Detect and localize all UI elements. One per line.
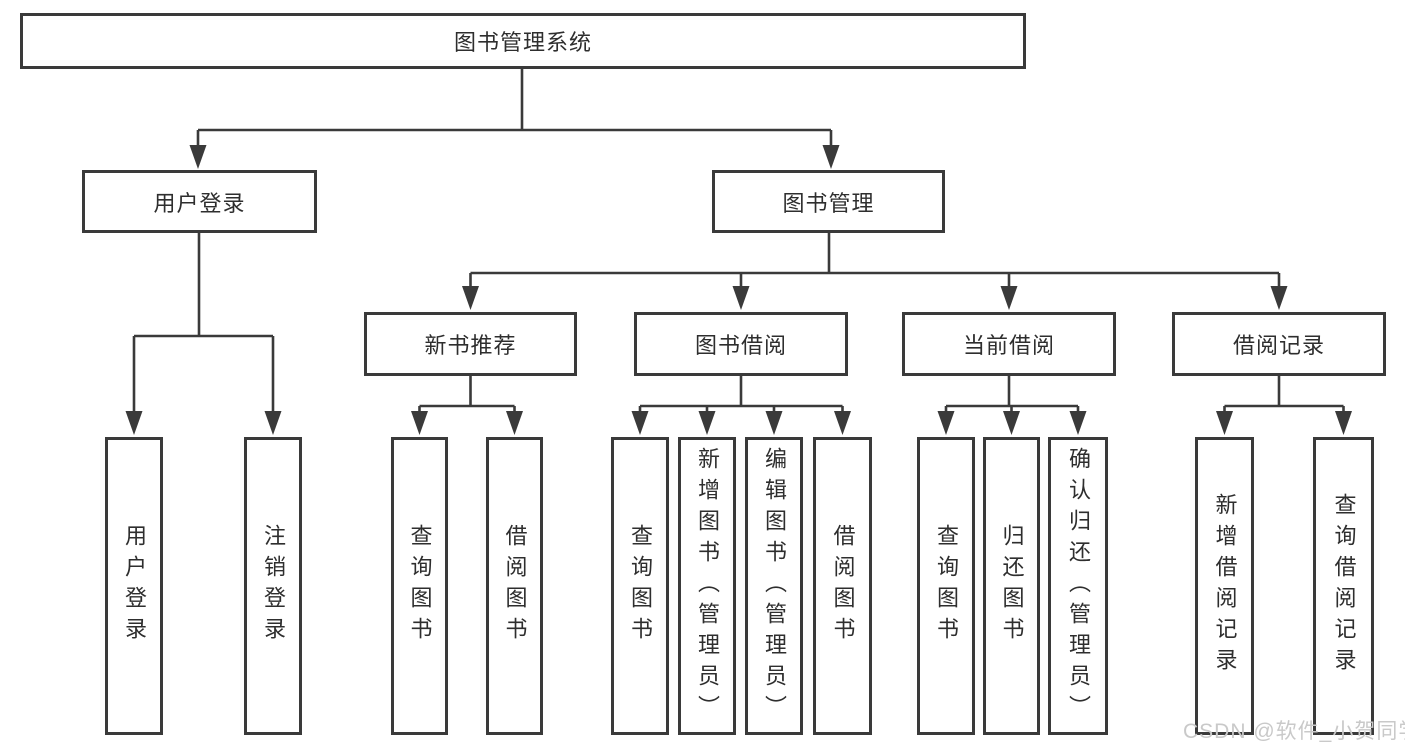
node-library-management-system: 图书管理系统 (20, 13, 1026, 69)
node-user-login: 用户登录 (82, 170, 317, 233)
node-label: 借阅图书 (502, 524, 528, 648)
node-label: 查询图书 (934, 524, 959, 648)
arrowhead (822, 145, 840, 169)
leaf-borrowing-add-books-admin: 新增图书（管理员） (678, 437, 736, 735)
node-label: 当前借阅 (962, 333, 1055, 358)
arrowhead (1000, 286, 1018, 310)
node-label: 图书管理 (782, 190, 875, 216)
node-label: 确认归还（管理员） (1066, 446, 1091, 726)
arrowhead (631, 411, 649, 435)
connector-current-borrowing-to-leaves (937, 376, 1087, 435)
leaf-recommend-borrow-books: 借阅图书 (486, 437, 543, 735)
arrowhead (1003, 411, 1020, 435)
leaf-records-query-record: 查询借阅记录 (1313, 437, 1374, 735)
arrowhead (125, 411, 143, 435)
node-label: 查询图书 (407, 524, 433, 648)
connector-borrowing-records-to-leaves (1216, 376, 1352, 435)
arrowhead (506, 411, 523, 435)
leaf-recommend-query-books: 查询图书 (391, 437, 448, 735)
node-new-book-recommend: 新书推荐 (364, 312, 577, 376)
connector-user-login-to-leaves (125, 233, 282, 435)
watermark-text: CSDN @软件_小贺同学 (1183, 720, 1405, 743)
node-label: 注销登录 (261, 524, 286, 648)
arrowhead (1216, 411, 1233, 435)
arrowhead (411, 411, 428, 435)
node-borrowing-records: 借阅记录 (1172, 312, 1386, 376)
leaf-borrowing-query-books: 查询图书 (611, 437, 669, 735)
arrowhead (732, 286, 750, 310)
leaf-current-query-books: 查询图书 (917, 437, 975, 735)
node-current-borrowing: 当前借阅 (902, 312, 1116, 376)
node-label: 查询借阅记录 (1331, 493, 1357, 679)
node-label: 图书管理系统 (453, 30, 592, 55)
arrowhead (189, 145, 207, 169)
connector-book-management-to-level3 (462, 233, 1288, 310)
connector-new-book-recommend-to-leaves (411, 376, 523, 435)
node-label: 图书借阅 (694, 333, 787, 358)
leaf-current-return-books: 归还图书 (983, 437, 1040, 735)
arrowhead (462, 286, 479, 310)
node-label: 新增借阅记录 (1212, 493, 1238, 679)
arrowhead (937, 411, 955, 435)
leaf-logout-login: 注销登录 (244, 437, 302, 735)
arrowhead (1335, 411, 1352, 435)
node-label: 归还图书 (999, 524, 1025, 648)
node-book-borrowing: 图书借阅 (634, 312, 848, 376)
arrowhead (834, 411, 851, 435)
arrowhead (698, 411, 716, 435)
node-label: 新增图书（管理员） (695, 446, 720, 726)
leaf-borrowing-edit-books-admin: 编辑图书（管理员） (745, 437, 803, 735)
node-label: 用户登录 (153, 190, 246, 216)
connector-book-borrowing-to-leaves (631, 376, 851, 435)
node-book-management: 图书管理 (712, 170, 945, 233)
arrowhead (1069, 411, 1087, 435)
arrowhead (765, 411, 783, 435)
connector-root-to-level2 (189, 69, 840, 169)
node-label: 查询图书 (628, 524, 653, 648)
leaf-records-add-record: 新增借阅记录 (1195, 437, 1254, 735)
node-label: 编辑图书（管理员） (762, 446, 787, 726)
node-label: 用户登录 (122, 524, 147, 648)
leaf-borrowing-borrow-books: 借阅图书 (813, 437, 872, 735)
arrowhead (264, 411, 282, 435)
leaf-user-login: 用户登录 (105, 437, 163, 735)
leaf-current-confirm-return-admin: 确认归还（管理员） (1048, 437, 1108, 735)
arrowhead (1270, 286, 1288, 310)
node-label: 新书推荐 (424, 333, 517, 358)
node-label: 借阅图书 (830, 524, 856, 648)
node-label: 借阅记录 (1232, 333, 1325, 358)
